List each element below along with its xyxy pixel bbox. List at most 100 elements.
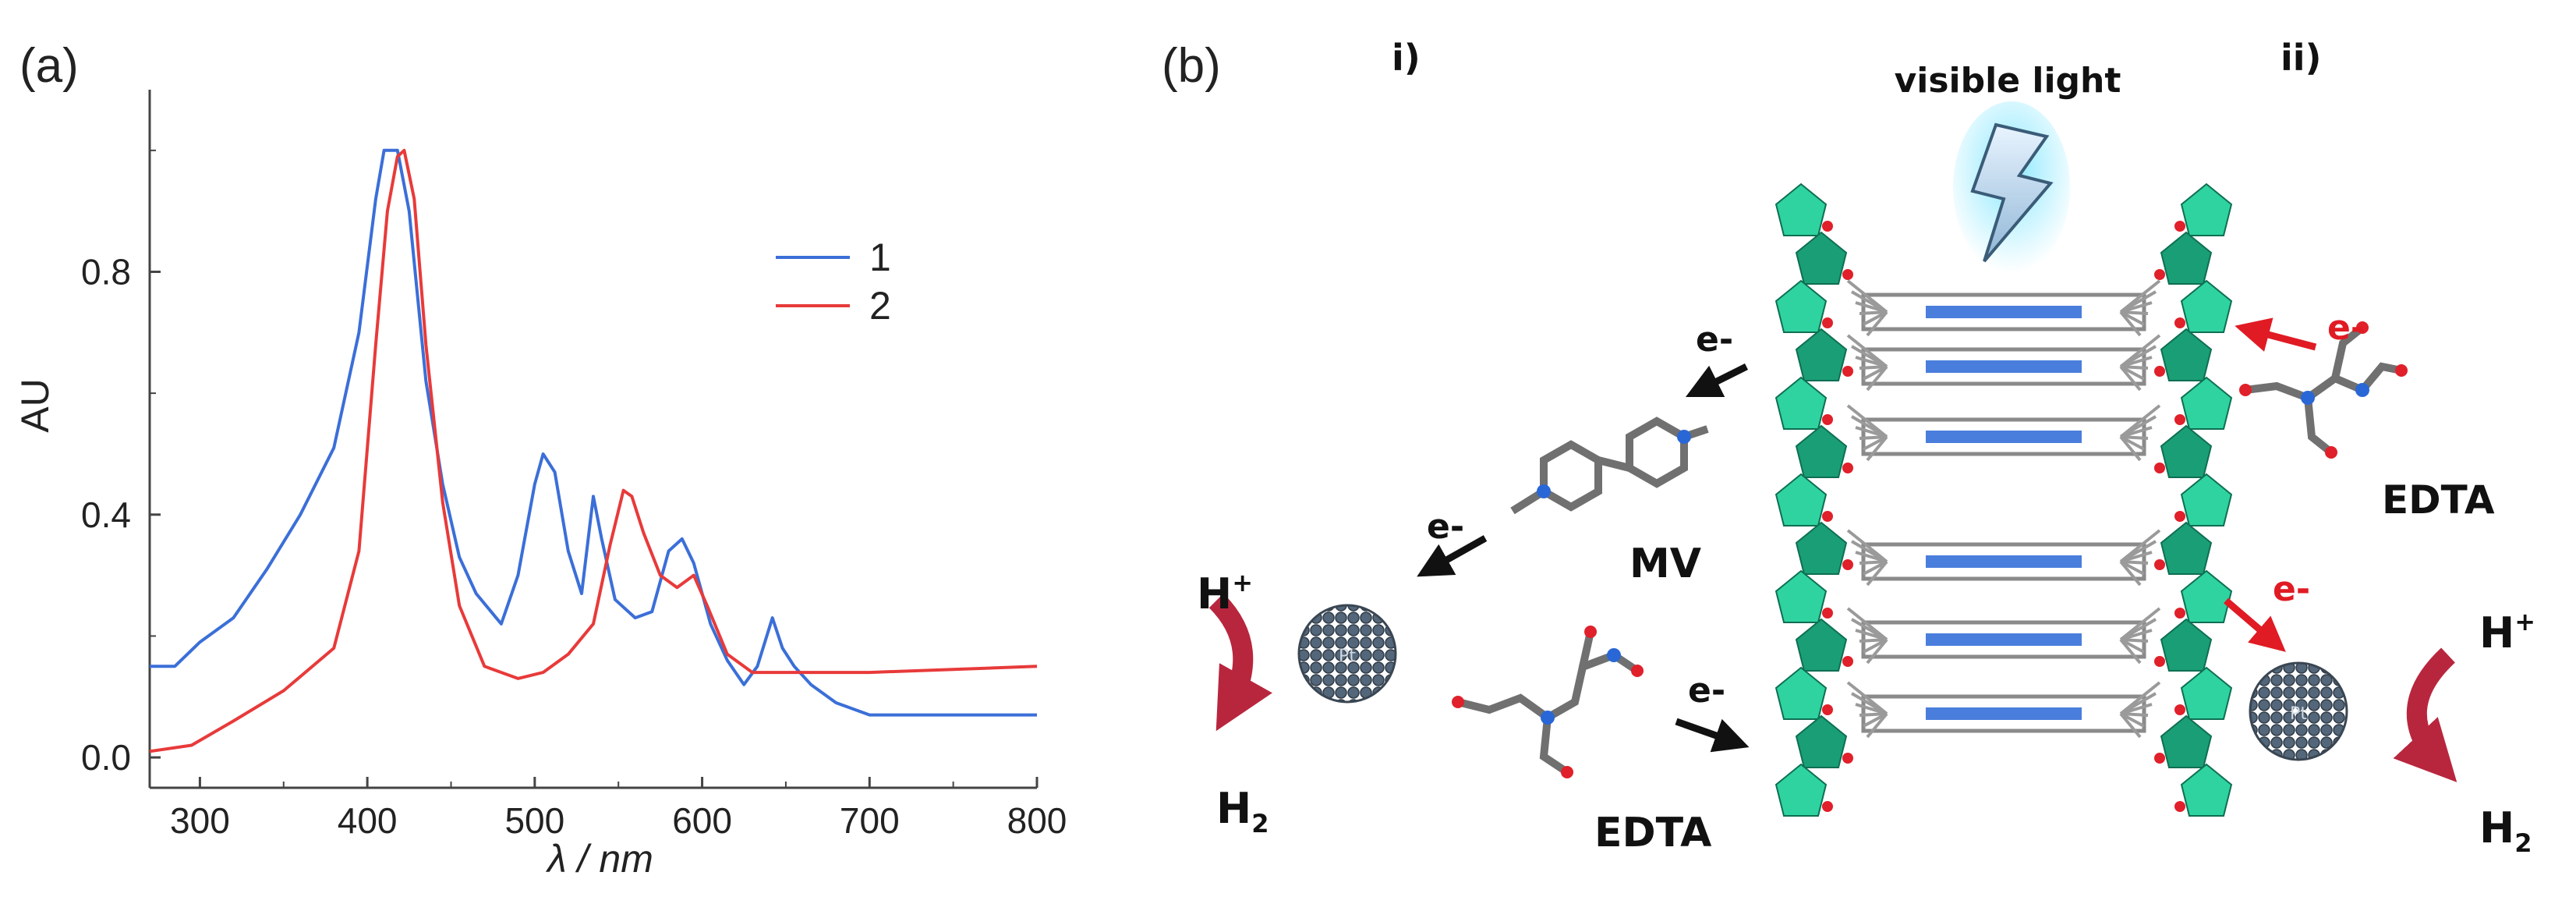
h2-label-right: H2 bbox=[2479, 803, 2532, 858]
zr-cluster-octahedron bbox=[1775, 279, 1828, 333]
series-line-2 bbox=[149, 148, 1038, 753]
svg-text:e-: e- bbox=[1688, 671, 1725, 711]
linker-bond bbox=[2120, 638, 2145, 654]
h-plus-to-h2-arrow-left bbox=[1208, 593, 1272, 732]
plot-legend: 12 bbox=[776, 236, 891, 328]
oxygen-atom bbox=[1822, 414, 1833, 425]
linker-bond bbox=[2120, 629, 2153, 641]
oxygen-atom bbox=[1842, 269, 1853, 280]
linker-bond bbox=[2119, 712, 2142, 739]
linker-bond bbox=[1855, 426, 1888, 438]
x-axis-label: λ / nm bbox=[545, 837, 653, 881]
oxygen-atom bbox=[2174, 414, 2185, 425]
oxygen-atom bbox=[1842, 463, 1853, 473]
plot-series bbox=[149, 148, 1038, 753]
plot-axes bbox=[148, 90, 1037, 789]
zr-cluster-octahedron bbox=[2180, 473, 2233, 526]
zr-cluster-octahedron bbox=[1775, 666, 1828, 720]
linker-bond bbox=[2120, 703, 2153, 715]
oxygen-atom bbox=[1822, 511, 1833, 522]
oxygen-atom bbox=[1842, 559, 1853, 570]
linker-bond bbox=[1863, 712, 1888, 728]
y-tick-label: 0.4 bbox=[81, 495, 131, 535]
electron-arrow-framework-to-mv: e- bbox=[1685, 320, 1749, 398]
oxygen-atom bbox=[2154, 366, 2165, 377]
oxygen-atom bbox=[1842, 753, 1853, 764]
porphyrin-core bbox=[1926, 306, 2082, 318]
porphyrin-core bbox=[1926, 360, 2082, 373]
linker-bond bbox=[1863, 638, 1888, 654]
oxygen-atom bbox=[2174, 511, 2185, 522]
linker-bond bbox=[1855, 301, 1888, 314]
oxygen-atom bbox=[2174, 317, 2185, 328]
pt-label-left: Pt bbox=[1339, 647, 1356, 666]
linker-bond bbox=[1863, 310, 1888, 326]
legend-label-1: 1 bbox=[869, 236, 891, 279]
linker-bond bbox=[1863, 560, 1888, 576]
methyl-viologen-molecule bbox=[1510, 417, 1709, 515]
oxygen-atom bbox=[1822, 317, 1833, 328]
oxygen-atom bbox=[2154, 559, 2165, 570]
pt-nanoparticle-right: Pt bbox=[2249, 661, 2348, 761]
zr-cluster-octahedron bbox=[1775, 763, 1828, 817]
linker-bond bbox=[2120, 712, 2149, 717]
mv-label: MV bbox=[1629, 541, 1701, 587]
x-tick-label: 700 bbox=[840, 800, 900, 841]
linker-bond bbox=[2120, 638, 2149, 643]
linker-bond bbox=[2119, 310, 2142, 337]
lightning-bolt-icon bbox=[1953, 101, 2070, 273]
svg-text:e-: e- bbox=[2327, 308, 2365, 348]
oxygen-atom bbox=[2154, 463, 2165, 473]
zr-cluster-octahedron bbox=[1795, 231, 1848, 285]
linker-bond bbox=[2120, 560, 2149, 565]
linker-bond bbox=[2119, 638, 2142, 665]
x-tick-label: 400 bbox=[338, 800, 398, 841]
zr-cluster-octahedron bbox=[1795, 424, 1848, 478]
linker-bond bbox=[1866, 365, 1888, 392]
linker-bond bbox=[1859, 435, 1888, 440]
porphyrin-core bbox=[1926, 431, 2082, 443]
svg-text:e-: e- bbox=[1696, 320, 1733, 360]
linker-bond bbox=[2120, 551, 2153, 563]
oxygen-atom bbox=[1822, 221, 1833, 232]
x-tick-label: 600 bbox=[672, 800, 732, 841]
linker-bond bbox=[2120, 365, 2145, 381]
linker-bond bbox=[2120, 426, 2153, 438]
linker-bond bbox=[1855, 629, 1888, 641]
zr-cluster-octahedron bbox=[2180, 279, 2233, 333]
zr-cluster-octahedron bbox=[1795, 714, 1848, 768]
edta-molecule-right bbox=[2239, 321, 2408, 459]
y-tick-label: 0.0 bbox=[81, 737, 131, 778]
legend-label-2: 2 bbox=[869, 284, 891, 328]
mof-framework bbox=[1775, 183, 2233, 817]
x-tick-label: 500 bbox=[504, 800, 564, 841]
linker-bond bbox=[1866, 435, 1888, 462]
linker-bond bbox=[1866, 712, 1888, 739]
oxygen-atom bbox=[2154, 269, 2165, 280]
zr-cluster-octahedron bbox=[1775, 473, 1828, 526]
linker-bond bbox=[2120, 365, 2149, 370]
visible-light-label: visible light bbox=[1895, 61, 2121, 101]
linker-bond bbox=[1859, 560, 1888, 565]
linker-bond bbox=[2120, 310, 2149, 315]
zr-cluster-octahedron bbox=[2180, 763, 2233, 817]
porphyrin-core bbox=[1926, 707, 2082, 720]
zr-cluster-octahedron bbox=[1795, 618, 1848, 672]
linker-bond bbox=[1866, 310, 1888, 337]
electron-arrow-edta-to-framework: e- bbox=[1675, 671, 1750, 753]
linker-bond bbox=[2119, 365, 2142, 392]
linker-bond bbox=[1866, 560, 1888, 587]
electron-arrow-mv-to-pt: e- bbox=[1417, 507, 1488, 577]
linker-bond bbox=[1859, 712, 1888, 717]
linker-bond bbox=[1855, 551, 1888, 563]
edta-label-right: EDTA bbox=[2382, 477, 2495, 523]
oxygen-atom bbox=[1822, 801, 1833, 812]
zr-cluster-octahedron bbox=[1795, 521, 1848, 575]
linker-bond bbox=[1859, 638, 1888, 643]
y-tick-label: 0.8 bbox=[81, 251, 131, 292]
zr-cluster-octahedron bbox=[2180, 376, 2233, 430]
linker-bond bbox=[1855, 356, 1888, 368]
zr-cluster-octahedron bbox=[2160, 231, 2213, 285]
